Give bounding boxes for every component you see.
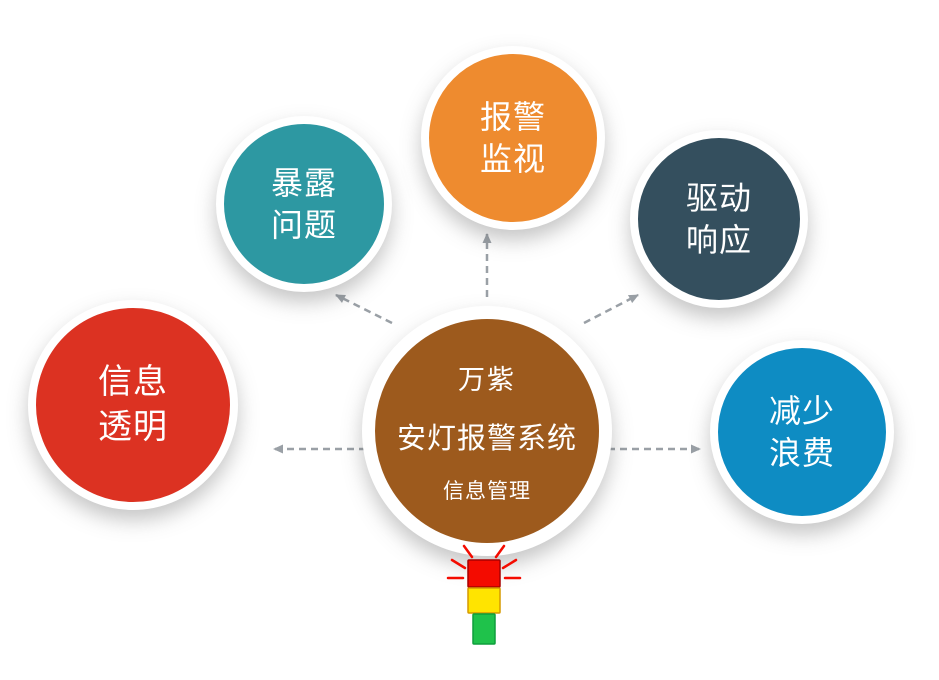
node-label-expose-problems: 暴露 问题 [270, 164, 337, 243]
node-drive-response: 驱动 响应 [630, 130, 808, 308]
center-node: 万紫 安灯报警系统 信息管理 [362, 306, 612, 556]
andon-light-icon [446, 544, 522, 645]
arrow-to-expose-problems [335, 293, 393, 325]
arrow-to-drive-response [583, 293, 639, 325]
center-line2: 安灯报警系统 [396, 422, 577, 455]
andon-red-lamp [467, 559, 501, 588]
center-line1: 万紫 [458, 364, 516, 395]
node-reduce-waste: 减少 浪费 [710, 340, 894, 524]
node-label-information-transparency: 信息 透明 [98, 363, 168, 446]
node-label-reduce-waste: 减少 浪费 [768, 392, 835, 471]
node-label-alarm-monitoring: 报警 监视 [479, 98, 546, 177]
center-line3: 信息管理 [443, 479, 531, 503]
andon-green-lamp [472, 613, 496, 645]
node-label-drive-response: 驱动 响应 [685, 179, 752, 258]
node-alarm-monitoring: 报警 监视 [421, 46, 605, 230]
andon-yellow-lamp [467, 587, 501, 614]
node-expose-problems: 暴露 问题 [216, 116, 392, 292]
node-information-transparency: 信息 透明 [28, 300, 238, 510]
